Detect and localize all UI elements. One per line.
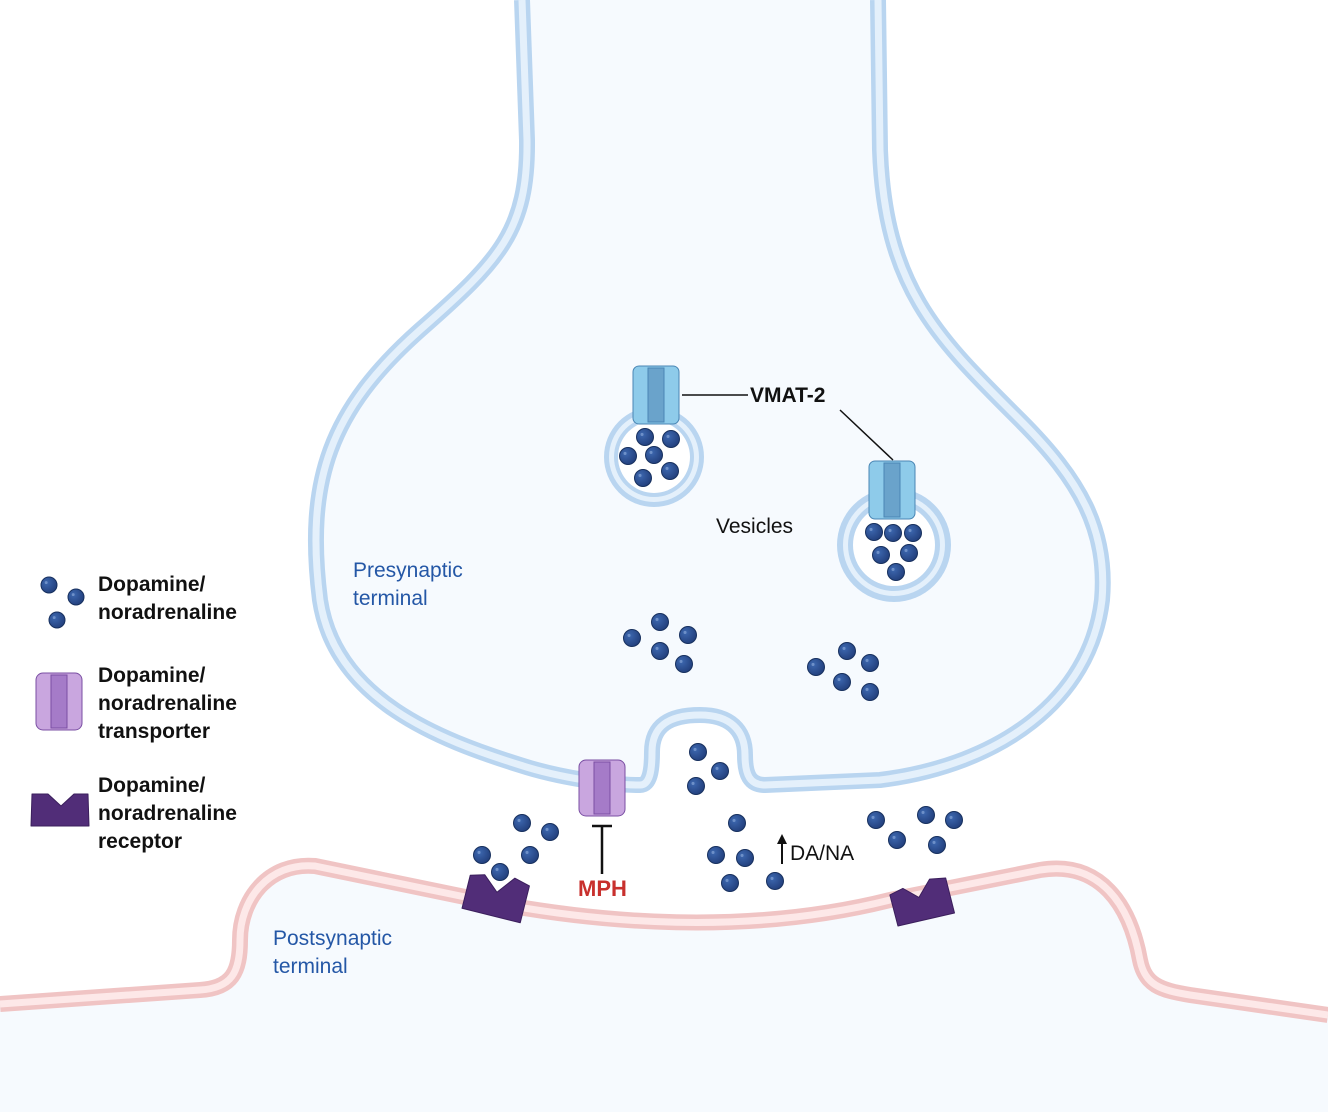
dopamine-molecule-icon xyxy=(861,654,879,672)
dopamine-molecule-icon xyxy=(928,836,946,854)
postsynaptic-label: Postsynaptic terminal xyxy=(273,927,398,978)
dopamine-molecule-icon xyxy=(888,831,906,849)
dopamine-molecule-icon xyxy=(861,683,879,701)
dopamine-molecule-icon xyxy=(865,523,883,541)
dopamine-molecule-icon xyxy=(40,576,58,594)
dopamine-molecule-icon xyxy=(838,642,856,660)
legend-line: receptor xyxy=(98,830,182,853)
presynaptic-label-line1: Presynaptic xyxy=(353,559,463,582)
dopamine-molecule-icon xyxy=(707,846,725,864)
legend: Dopamine/ noradrenaline Dopamine/ noradr… xyxy=(30,573,243,853)
up-arrow-icon xyxy=(777,834,787,864)
dopamine-molecules-icon xyxy=(40,576,85,629)
legend-item-dopamine: Dopamine/ noradrenaline xyxy=(40,573,237,629)
dopamine-molecule-icon xyxy=(623,629,641,647)
postsynaptic-label-line2: terminal xyxy=(273,955,348,978)
dopamine-molecule-icon xyxy=(721,874,739,892)
dopamine-molecule-icon xyxy=(679,626,697,644)
presynaptic-label-line2: terminal xyxy=(353,587,428,610)
postsynaptic-terminal xyxy=(0,857,1328,1112)
legend-item-transporter: Dopamine/ noradrenaline transporter xyxy=(35,664,243,743)
mph-label: MPH xyxy=(578,876,627,901)
dopamine-molecules xyxy=(473,428,963,892)
legend-label-receptor: Dopamine/ noradrenaline receptor xyxy=(98,774,243,853)
legend-line: noradrenaline xyxy=(98,692,237,715)
dopamine-molecule-icon xyxy=(867,811,885,829)
vesicles-label: Vesicles xyxy=(716,515,793,538)
dopamine-molecule-icon xyxy=(807,658,825,676)
legend-label-transporter: Dopamine/ noradrenaline transporter xyxy=(98,664,243,743)
dopamine-molecule-icon xyxy=(521,846,539,864)
dopamine-molecule-icon xyxy=(675,655,693,673)
legend-line: Dopamine/ xyxy=(98,573,206,596)
dopamine-molecule-icon xyxy=(645,446,663,464)
dopamine-molecule-icon xyxy=(662,430,680,448)
legend-label-dopamine: Dopamine/ noradrenaline xyxy=(98,573,237,624)
dopamine-molecule-icon xyxy=(689,743,707,761)
presynaptic-terminal xyxy=(307,0,1111,793)
legend-line: noradrenaline xyxy=(98,601,237,624)
dopamine-molecule-icon xyxy=(945,811,963,829)
da-na-label: DA/NA xyxy=(790,842,854,865)
dopamine-molecule-icon xyxy=(872,546,890,564)
vesicle xyxy=(837,488,951,602)
dopamine-molecule-icon xyxy=(651,613,669,631)
dopamine-molecule-icon xyxy=(833,673,851,691)
postsynaptic-cell-body xyxy=(0,865,1328,1112)
vmat2-transporter-icon xyxy=(632,365,680,425)
vmat2-leader-line xyxy=(839,409,894,461)
dopamine-molecule-icon xyxy=(711,762,729,780)
dopamine-molecule-icon xyxy=(917,806,935,824)
dopamine-molecule-icon xyxy=(687,777,705,795)
legend-item-receptor: Dopamine/ noradrenaline receptor xyxy=(30,774,243,853)
dopamine-molecule-icon xyxy=(67,588,85,606)
vmat2-label: VMAT-2 xyxy=(750,384,825,407)
legend-line: noradrenaline xyxy=(98,802,237,825)
legend-line: transporter xyxy=(98,720,210,743)
dopamine-molecule-icon xyxy=(48,611,66,629)
legend-line: Dopamine/ xyxy=(98,774,206,797)
dopamine-molecule-icon xyxy=(661,462,679,480)
dopamine-molecule-icon xyxy=(884,524,902,542)
vmat2-transporter-icon xyxy=(868,460,916,520)
dopamine-transporter-icon xyxy=(578,759,626,817)
transporter-icon xyxy=(35,672,83,731)
dopamine-molecule-icon xyxy=(541,823,559,841)
dopamine-receptor-icon xyxy=(461,874,530,924)
dopamine-molecule-icon xyxy=(491,863,509,881)
dopamine-molecule-icon xyxy=(651,642,669,660)
dopamine-molecule-icon xyxy=(736,849,754,867)
dopamine-molecule-icon xyxy=(904,524,922,542)
mph-inhibition-icon xyxy=(592,824,612,874)
receptor-icon xyxy=(30,793,90,827)
dopamine-molecule-icon xyxy=(634,469,652,487)
dopamine-molecule-icon xyxy=(619,447,637,465)
dopamine-molecule-icon xyxy=(473,846,491,864)
dopamine-molecule-icon xyxy=(900,544,918,562)
presynaptic-label: Presynaptic terminal xyxy=(353,559,469,610)
postsynaptic-label-line1: Postsynaptic xyxy=(273,927,392,950)
legend-line: Dopamine/ xyxy=(98,664,206,687)
dopamine-molecule-icon xyxy=(513,814,531,832)
dopamine-molecule-icon xyxy=(728,814,746,832)
dopamine-molecule-icon xyxy=(887,563,905,581)
dopamine-molecule-icon xyxy=(766,872,784,890)
dopamine-molecule-icon xyxy=(636,428,654,446)
dopamine-receptor-icon xyxy=(889,877,956,927)
